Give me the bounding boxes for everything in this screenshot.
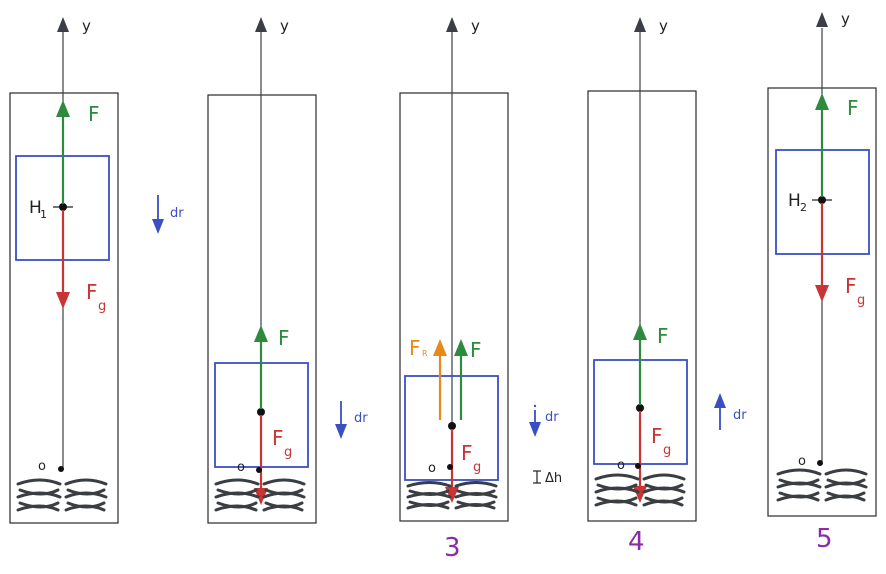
panel-5: y F F g H 2 o 5 [767,10,877,554]
y-axis-label: y [82,17,91,35]
force-F-arrowhead-icon [633,323,647,340]
center-of-mass-dot [448,422,456,430]
spring-icon [776,468,868,502]
velocity-down-1: dr [152,195,184,234]
velocity-up-4: dr [714,393,747,430]
origin-label: o [428,461,436,476]
y-axis-label: y [471,17,480,35]
displacement-label: dr [545,410,559,425]
spring-icon [594,473,686,507]
origin-dot [447,464,453,470]
force-Fg-arrowhead-icon [254,488,268,505]
velocity-down-3: dr [529,404,559,437]
height-H1-label: H [29,198,42,218]
origin-label: o [38,459,46,474]
origin-label: o [798,454,806,469]
origin-label: o [237,460,245,475]
spring-icon [406,481,498,510]
y-axis-arrowhead-icon [816,12,828,27]
force-F-label: F [470,338,482,362]
y-axis-arrowhead-icon [634,17,646,32]
origin-dot [58,466,64,472]
velocity-arrowhead-icon [529,422,541,437]
origin-label: o [617,458,625,473]
displacement-label: dr [354,411,368,426]
force-Fg-subscript: g [663,443,671,458]
force-F-arrowhead-icon [56,100,70,117]
displacement-label: dr [170,206,184,221]
panel-4: y F F g o 4 [587,17,697,557]
y-axis-label: y [841,10,850,28]
height-H2-label: H [788,191,801,211]
y-axis-arrowhead-icon [446,17,458,32]
force-FR-subscript: R [422,349,428,358]
displacement-label: dr [733,408,747,423]
force-F-label: F [847,96,859,120]
velocity-arrowhead-icon [152,219,164,234]
delta-h-label: Δh [545,471,562,486]
force-F-arrowhead-icon [254,325,268,342]
force-Fg-arrowhead-icon [56,292,70,309]
panel-2: y F F g o [207,17,317,524]
tube-frame [587,90,697,522]
force-Fg-label: F [86,280,98,304]
spring-icon [214,478,306,512]
velocity-arrowhead-icon [335,424,347,439]
y-axis-label: y [280,17,289,35]
tube-frame [399,92,509,522]
delta-h-marker: Δh [533,470,562,486]
force-Fg-arrowhead-icon [633,486,647,503]
force-F-arrowhead-icon [454,339,468,356]
panel-3: y F R F F g o 3 [399,17,509,563]
velocity-arrowhead-icon [714,393,726,408]
tube-frame [207,94,317,524]
origin-dot [817,460,823,466]
origin-dot [635,463,641,469]
force-FR-label: F [409,336,421,360]
force-Fg-arrowhead-icon [815,285,829,302]
force-Fg-subscript: g [284,445,292,460]
force-Fg-subscript: g [857,293,865,308]
center-of-mass-dot [257,408,265,416]
panel-number: 4 [628,527,645,557]
force-F-label: F [88,102,100,126]
panel-number: 3 [444,533,461,563]
force-F-label: F [278,326,290,350]
force-F-arrowhead-icon [815,93,829,110]
y-axis-arrowhead-icon [57,17,69,32]
force-FR-arrowhead-icon [433,339,447,356]
panel-1: y F F g H 1 o [9,17,119,524]
tube-frame [9,92,119,524]
center-of-mass-dot [636,404,644,412]
velocity-down-2: dr [335,401,368,439]
force-Fg-label: F [461,441,473,465]
height-H2-subscript: 2 [800,201,807,214]
panel-number: 5 [816,524,833,554]
force-Fg-label: F [651,424,663,448]
height-H1-subscript: 1 [40,208,47,221]
force-Fg-label: F [845,274,857,298]
small-dot [533,404,537,408]
force-Fg-subscript: g [98,299,106,314]
force-F-label: F [657,324,669,348]
force-Fg-subscript: g [473,460,481,475]
center-of-mass-dot [59,203,67,211]
spring-icon [16,478,108,512]
y-axis-arrowhead-icon [255,17,267,32]
y-axis-label: y [659,17,668,35]
force-Fg-label: F [272,426,284,450]
origin-dot [256,467,262,473]
center-of-mass-dot [818,196,826,204]
